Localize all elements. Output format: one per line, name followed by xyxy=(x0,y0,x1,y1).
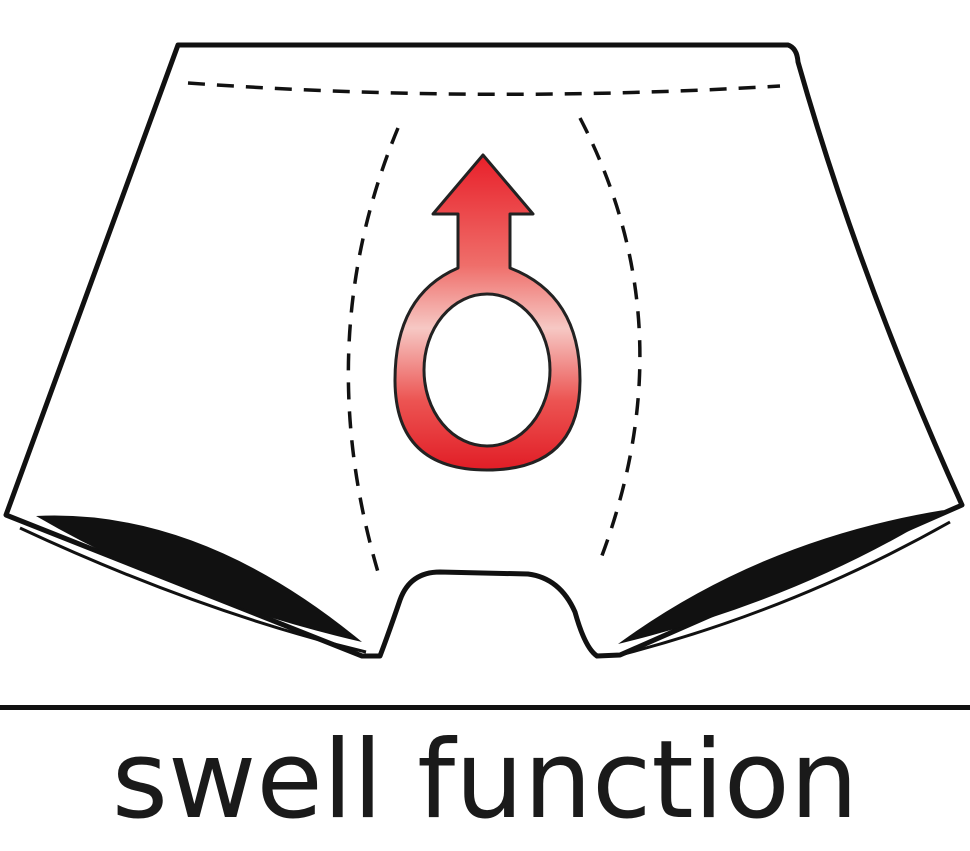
caption-text: swell function xyxy=(111,718,859,843)
leg-opening-right xyxy=(618,510,944,644)
pouch-stitch-right xyxy=(578,117,642,567)
leg-opening-left xyxy=(36,515,362,642)
boxer-briefs-illustration xyxy=(3,42,965,659)
waistband-stitch xyxy=(187,81,781,97)
male-symbol-ring-hole xyxy=(422,292,552,448)
leg-hem-right xyxy=(615,520,951,658)
male-symbol-icon xyxy=(393,153,582,472)
divider-line xyxy=(0,705,970,710)
leg-hem-left xyxy=(19,526,367,654)
pouch-stitch-left xyxy=(346,127,400,573)
